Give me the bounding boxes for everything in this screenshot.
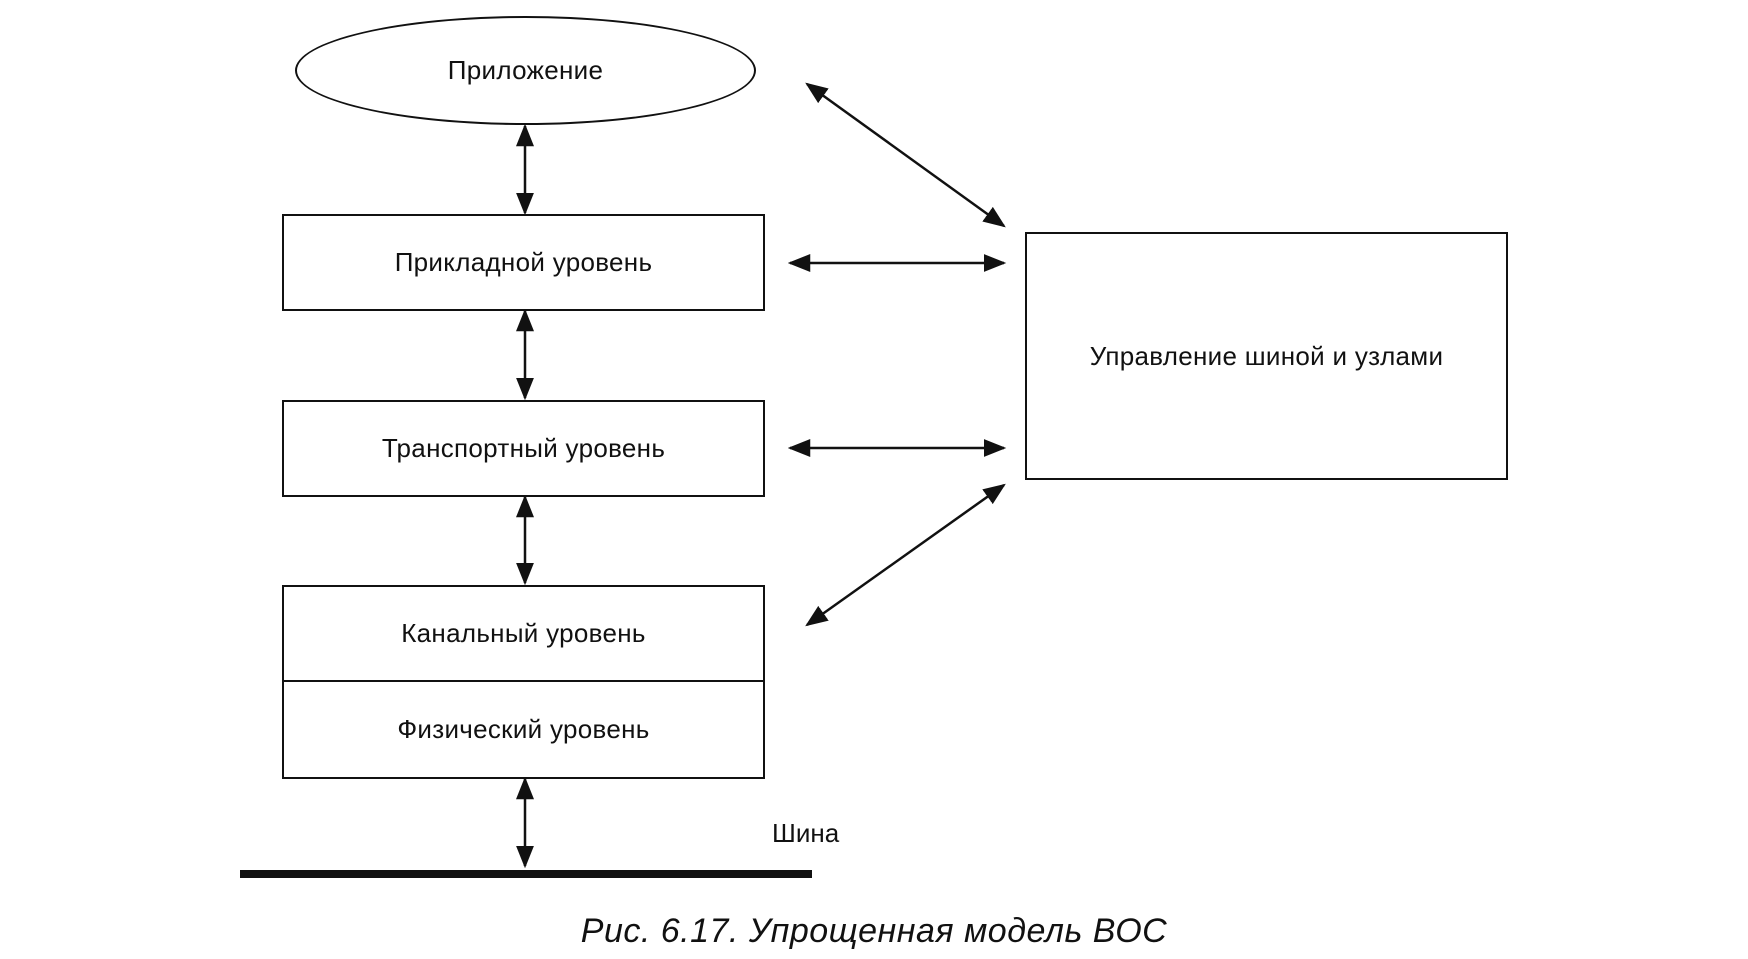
management-label: Управление шиной и узлами	[1089, 340, 1444, 371]
management-box: Управление шиной и узлами	[1025, 232, 1508, 480]
figure-caption: Рис. 6.17. Упрощенная модель ВОС	[580, 912, 1168, 950]
application-layer-box: Прикладной уровень	[282, 214, 765, 311]
data-link-layer-box: Канальный уровень	[282, 585, 765, 682]
bus-label: Шина	[772, 818, 840, 848]
transport-layer-label: Транспортный уровень	[381, 433, 666, 463]
arrow-application-to-management	[805, 82, 1006, 228]
bus-line	[240, 870, 812, 878]
application-label: Приложение	[447, 55, 604, 85]
physical-layer-label: Физический уровень	[397, 714, 650, 744]
application-layer-label: Прикладной уровень	[394, 247, 653, 277]
data-link-layer-label: Канальный уровень	[401, 618, 646, 648]
physical-layer-box: Физический уровень	[282, 680, 765, 779]
arrow-datalink-to-management	[805, 483, 1006, 627]
transport-layer-box: Транспортный уровень	[282, 400, 765, 497]
application-node: Приложение	[295, 16, 756, 125]
